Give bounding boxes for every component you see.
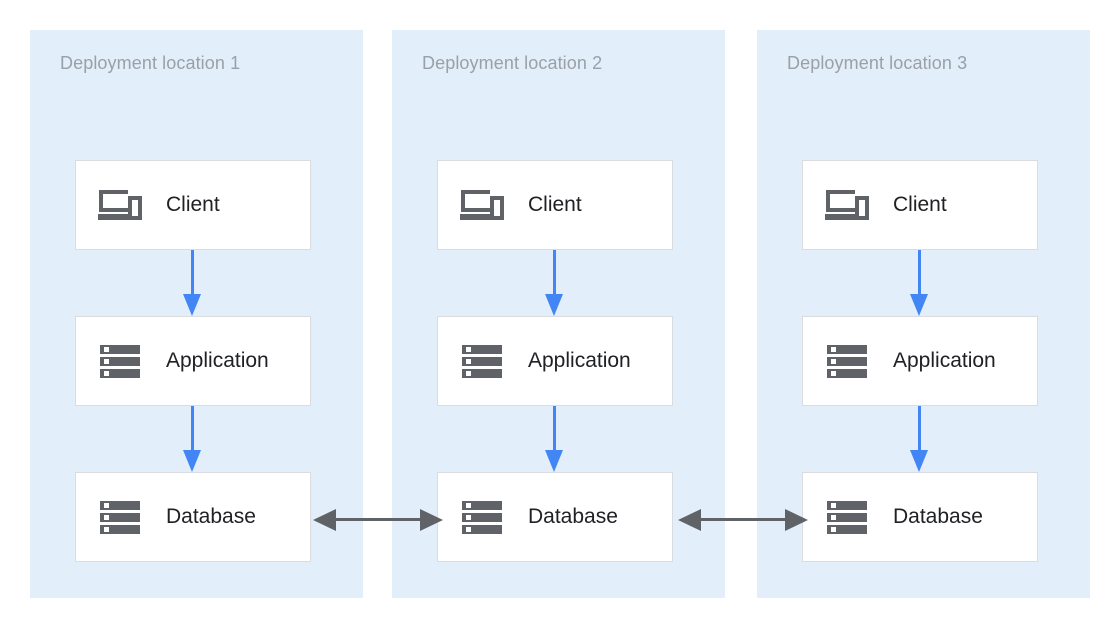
client-devices-icon	[460, 182, 506, 228]
node-database-2[interactable]: Database	[437, 472, 673, 562]
deployment-location-panel-2: Deployment location 2 Client Application	[392, 30, 725, 598]
deployment-location-panel-3: Deployment location 3 Client Application	[757, 30, 1090, 598]
arrow-application-to-database-1	[183, 406, 201, 472]
panel-title-1: Deployment location 1	[60, 53, 241, 73]
node-label-database-2: Database	[528, 505, 618, 528]
node-database-3[interactable]: Database	[802, 472, 1038, 562]
node-label-client-2: Client	[528, 193, 582, 216]
node-database-1[interactable]: Database	[75, 472, 311, 562]
node-label-database-1: Database	[166, 505, 256, 528]
client-devices-icon	[825, 182, 871, 228]
panel-title-2: Deployment location 2	[422, 53, 603, 73]
node-label-application-1: Application	[166, 349, 269, 372]
arrow-database-replication-1-2	[313, 509, 443, 531]
node-client-1[interactable]: Client	[75, 160, 311, 250]
arrow-client-to-application-1	[183, 250, 201, 316]
arrow-client-to-application-2	[545, 250, 563, 316]
server-stack-icon	[460, 338, 506, 384]
arrow-application-to-database-3	[910, 406, 928, 472]
node-application-2[interactable]: Application	[437, 316, 673, 406]
node-label-database-3: Database	[893, 505, 983, 528]
arrow-application-to-database-2	[545, 406, 563, 472]
server-stack-icon	[825, 494, 871, 540]
panel-title-3: Deployment location 3	[787, 53, 968, 73]
node-client-3[interactable]: Client	[802, 160, 1038, 250]
node-application-1[interactable]: Application	[75, 316, 311, 406]
node-label-application-3: Application	[893, 349, 996, 372]
client-devices-icon	[98, 182, 144, 228]
arrow-client-to-application-3	[910, 250, 928, 316]
node-client-2[interactable]: Client	[437, 160, 673, 250]
node-label-client-3: Client	[893, 193, 947, 216]
server-stack-icon	[98, 338, 144, 384]
arrow-database-replication-2-3	[678, 509, 808, 531]
node-label-client-1: Client	[166, 193, 220, 216]
deployment-location-panel-1: Deployment location 1 Client Application	[30, 30, 363, 598]
node-label-application-2: Application	[528, 349, 631, 372]
server-stack-icon	[460, 494, 506, 540]
server-stack-icon	[825, 338, 871, 384]
server-stack-icon	[98, 494, 144, 540]
node-application-3[interactable]: Application	[802, 316, 1038, 406]
